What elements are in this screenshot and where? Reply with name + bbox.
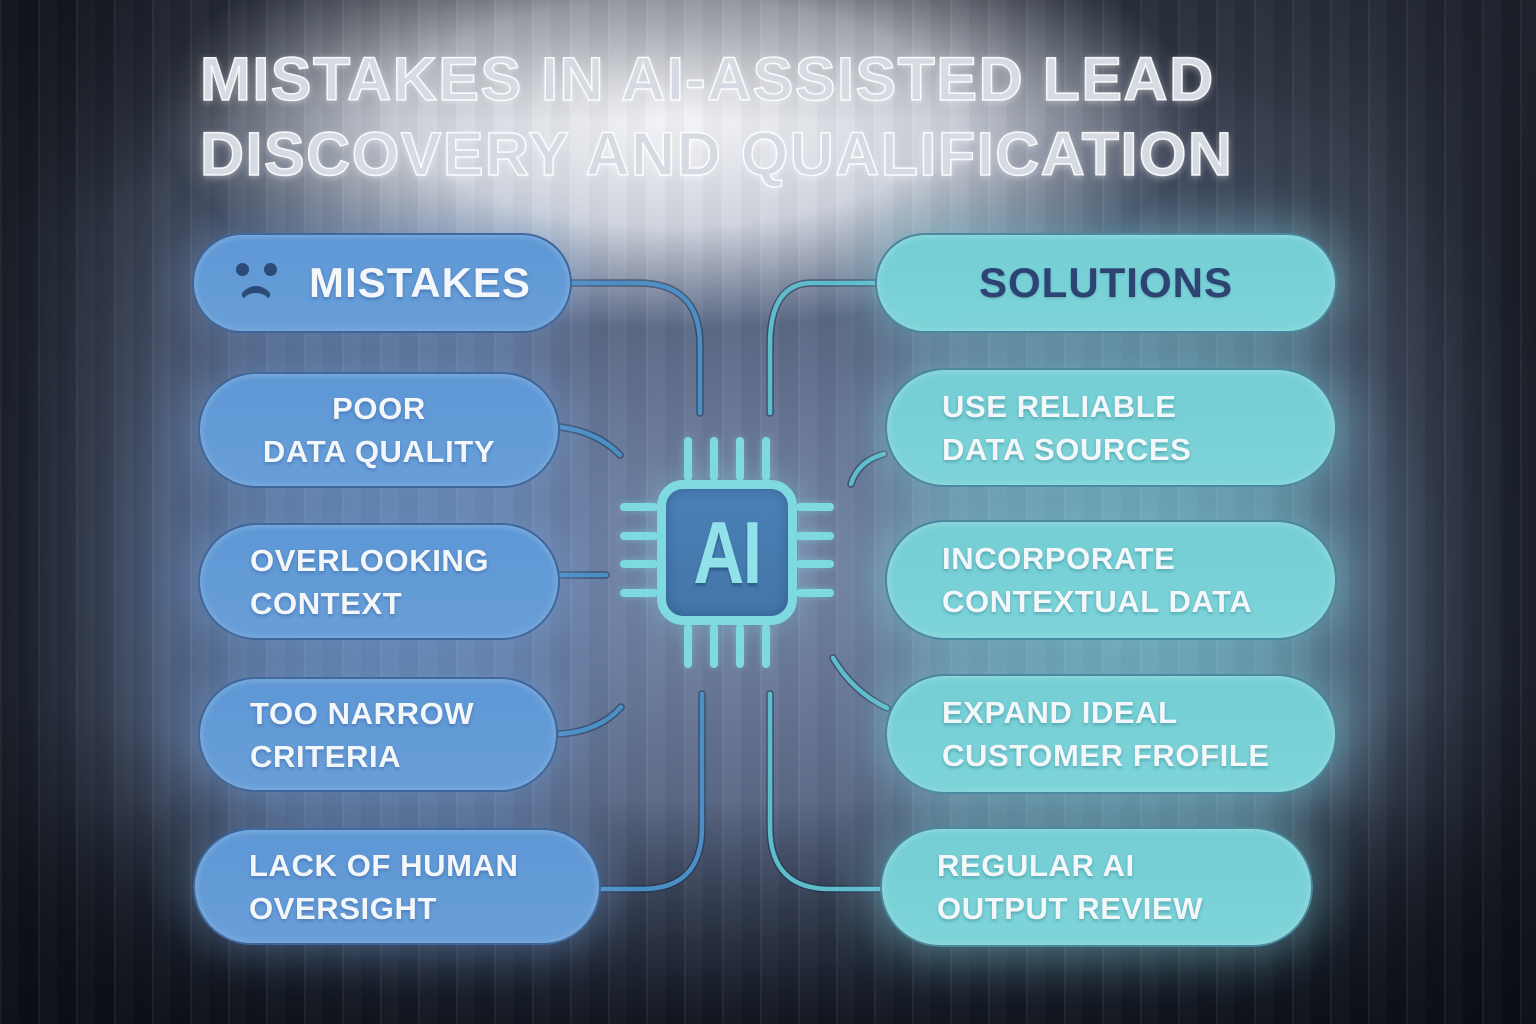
connector-reliable-data bbox=[848, 451, 887, 487]
solution-label: USE RELIABLE DATA SOURCES bbox=[942, 388, 1192, 467]
solution-pill-use-reliable-data-sources: USE RELIABLE DATA SOURCES bbox=[885, 368, 1337, 487]
chip-pin bbox=[710, 437, 718, 481]
chip-pin bbox=[620, 503, 658, 511]
chip-pin bbox=[762, 437, 770, 481]
mistake-pill-too-narrow-criteria: TOO NARROW CRITERIA bbox=[198, 677, 558, 792]
chip-pin bbox=[684, 624, 692, 668]
connector-too-narrow bbox=[557, 704, 624, 737]
connector-solutions-to-chip bbox=[767, 280, 878, 416]
chip-pin bbox=[736, 437, 744, 481]
mistake-label: LACK OF HUMAN OVERSIGHT bbox=[249, 847, 519, 926]
solutions-header-label: SOLUTIONS bbox=[978, 259, 1233, 306]
mistakes-header-label: MISTAKES bbox=[309, 259, 531, 306]
chip-pin bbox=[736, 624, 744, 668]
sad-face-icon bbox=[233, 257, 283, 309]
solution-label: REGULAR AI OUTPUT REVIEW bbox=[937, 848, 1204, 926]
sad-face-eye bbox=[236, 263, 250, 276]
title-line-1: MISTAKES IN AI-ASSISTED LEAD bbox=[199, 44, 1215, 114]
connector-expand-ideal bbox=[830, 655, 890, 711]
connector-poor-data bbox=[557, 424, 623, 458]
chip-pin bbox=[796, 503, 834, 511]
sad-face-mouth bbox=[238, 286, 275, 306]
connector-mistakes-to-chip bbox=[569, 280, 703, 416]
mistake-label: POOR DATA QUALITY bbox=[262, 391, 496, 469]
mistake-pill-lack-of-human-oversight: LACK OF HUMAN OVERSIGHT bbox=[193, 828, 601, 945]
chip-pin bbox=[620, 560, 658, 568]
ai-chip-icon: AI bbox=[620, 437, 834, 668]
connector-review-to-chip bbox=[767, 691, 883, 892]
solution-label: INCORPORATE CONTEXTUAL DATA bbox=[942, 541, 1253, 619]
solution-label: EXPAND IDEAL CUSTOMER FROFILE bbox=[942, 695, 1270, 773]
chip-pin bbox=[710, 624, 718, 668]
chip-pin bbox=[796, 532, 834, 540]
chip-ai-label: AI bbox=[693, 502, 762, 602]
mistakes-header-pill: MISTAKES bbox=[192, 233, 572, 333]
chip-pin bbox=[684, 437, 692, 481]
chip-body: AI bbox=[657, 480, 797, 625]
chip-pin bbox=[796, 589, 834, 597]
chip-pin bbox=[762, 624, 770, 668]
connector-oversight-to-chip bbox=[598, 691, 705, 892]
mistake-pill-poor-data-quality: POOR DATA QUALITY bbox=[198, 372, 560, 488]
mistake-label: TOO NARROW CRITERIA bbox=[250, 695, 475, 774]
solution-pill-regular-ai-output-review: REGULAR AI OUTPUT REVIEW bbox=[880, 827, 1313, 947]
solutions-header-pill: SOLUTIONS bbox=[875, 233, 1337, 333]
sad-face-eye bbox=[264, 263, 278, 276]
chip-pin bbox=[796, 560, 834, 568]
solution-pill-incorporate-contextual-data: INCORPORATE CONTEXTUAL DATA bbox=[885, 520, 1337, 640]
mistake-label: OVERLOOKING CONTEXT bbox=[250, 542, 490, 621]
page-title: MISTAKES IN AI-ASSISTED LEAD DISCOVERY A… bbox=[199, 42, 1234, 192]
title-line-2: DISCOVERY AND QUALIFICATION bbox=[199, 119, 1234, 189]
mistake-pill-overlooking-context: OVERLOOKING CONTEXT bbox=[198, 523, 560, 640]
solution-pill-expand-ideal-customer-profile: EXPAND IDEAL CUSTOMER FROFILE bbox=[885, 674, 1337, 794]
chip-pin bbox=[620, 589, 658, 597]
chip-pin bbox=[620, 532, 658, 540]
